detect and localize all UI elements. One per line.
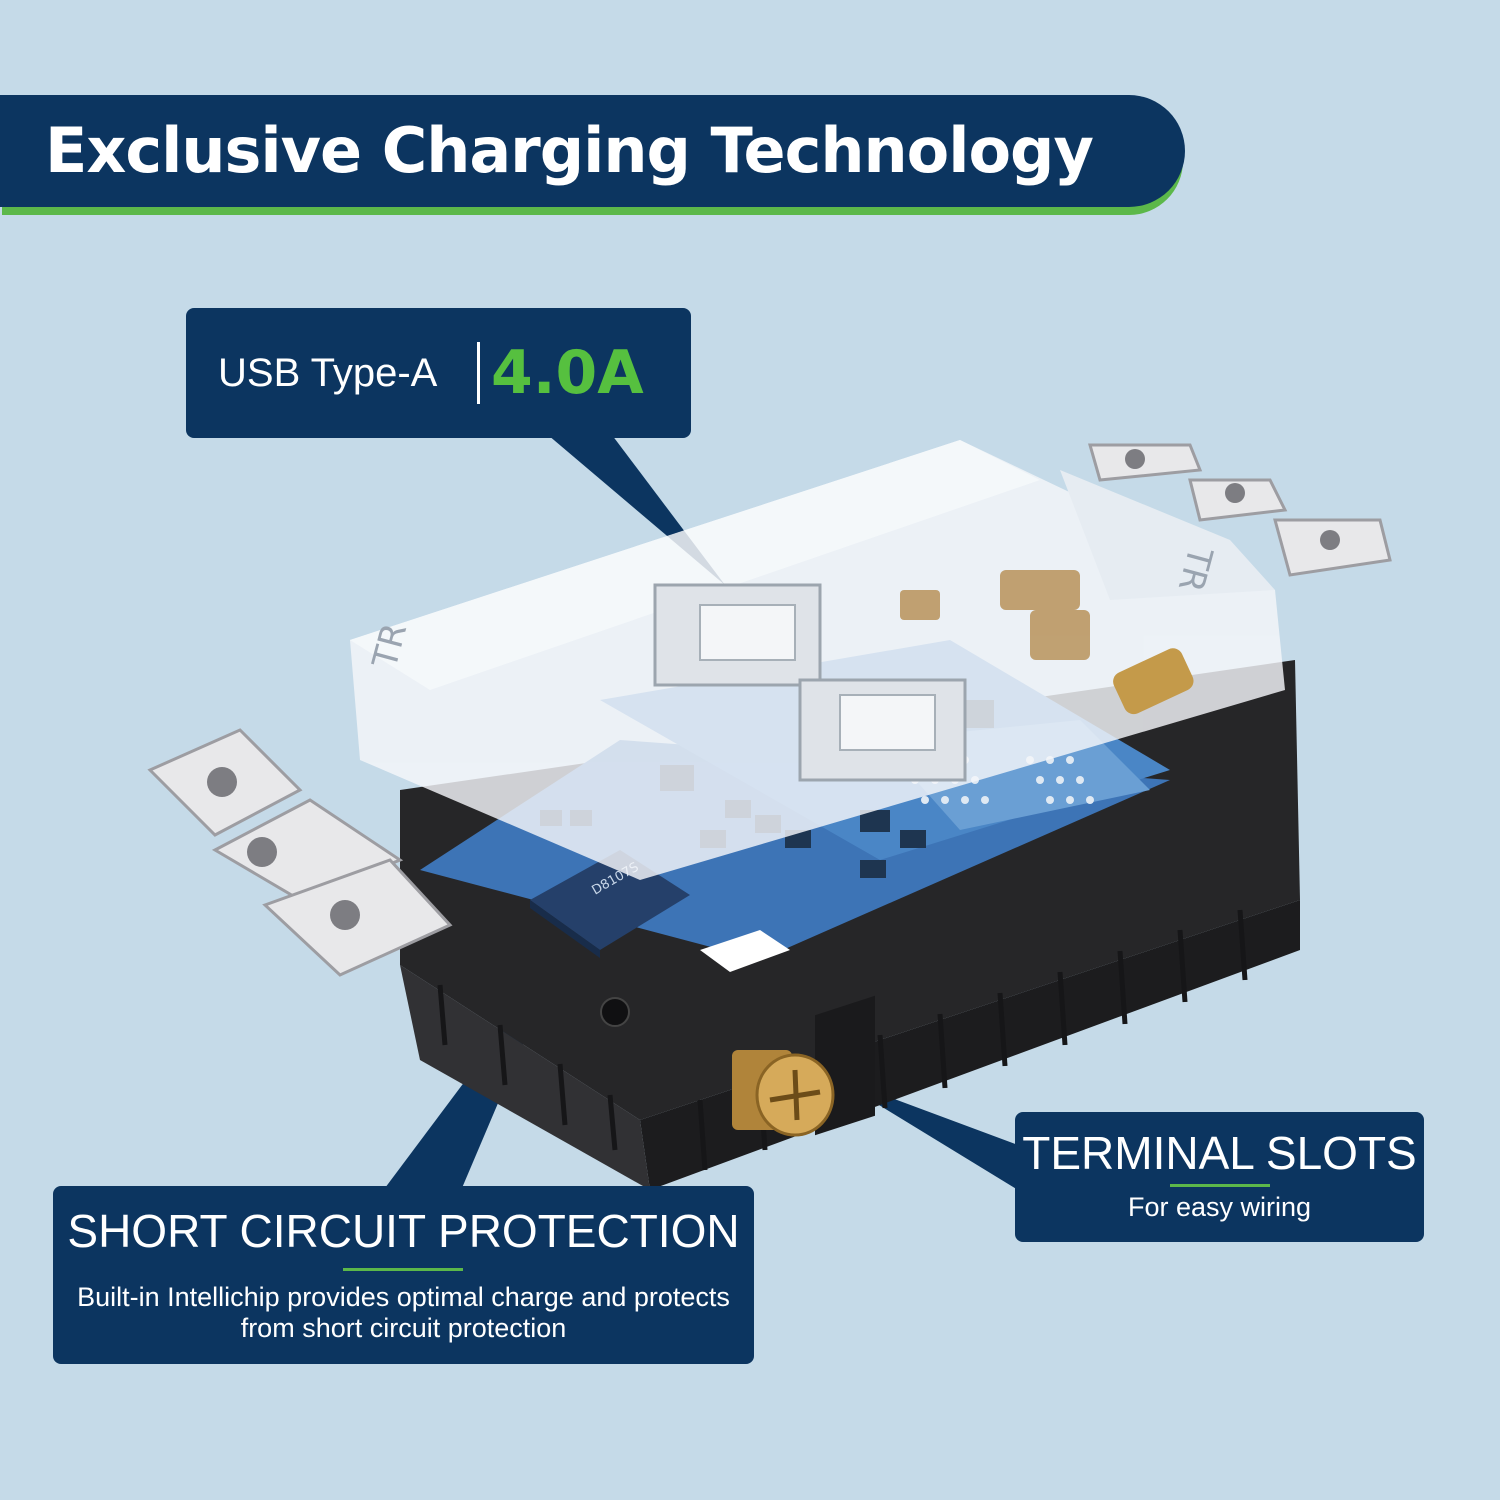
title-banner: Exclusive Charging Technology (0, 95, 1185, 207)
terminal-callout: TERMINAL SLOTS For easy wiring (1015, 1112, 1424, 1242)
page-title: Exclusive Charging Technology (45, 114, 1094, 187)
usb-port-2 (798, 678, 967, 782)
usb-type-label: USB Type-A (218, 351, 438, 395)
terminal-title: TERMINAL SLOTS (1022, 1127, 1417, 1179)
short-circuit-description: Built-in Intellichip provides optimal ch… (77, 1282, 730, 1343)
terminal-subtitle: For easy wiring (1127, 1192, 1312, 1222)
terminal-divider (1170, 1184, 1270, 1187)
short-circuit-title: SHORT CIRCUIT PROTECTION (67, 1205, 740, 1257)
side-screw (1113, 648, 1194, 715)
usb-callout: USB Type-A 4.0A (186, 308, 691, 438)
short-circuit-callout: SHORT CIRCUIT PROTECTION Built-in Intell… (53, 1186, 754, 1364)
housing-screw-hole (600, 997, 630, 1027)
usb-amperage-value: 4.0A (491, 338, 644, 408)
usb-port-1 (653, 583, 822, 687)
short-circuit-divider (343, 1268, 463, 1271)
brass-contacts (900, 570, 1090, 660)
usb-divider (477, 342, 480, 404)
terminal-screw (732, 1050, 835, 1137)
